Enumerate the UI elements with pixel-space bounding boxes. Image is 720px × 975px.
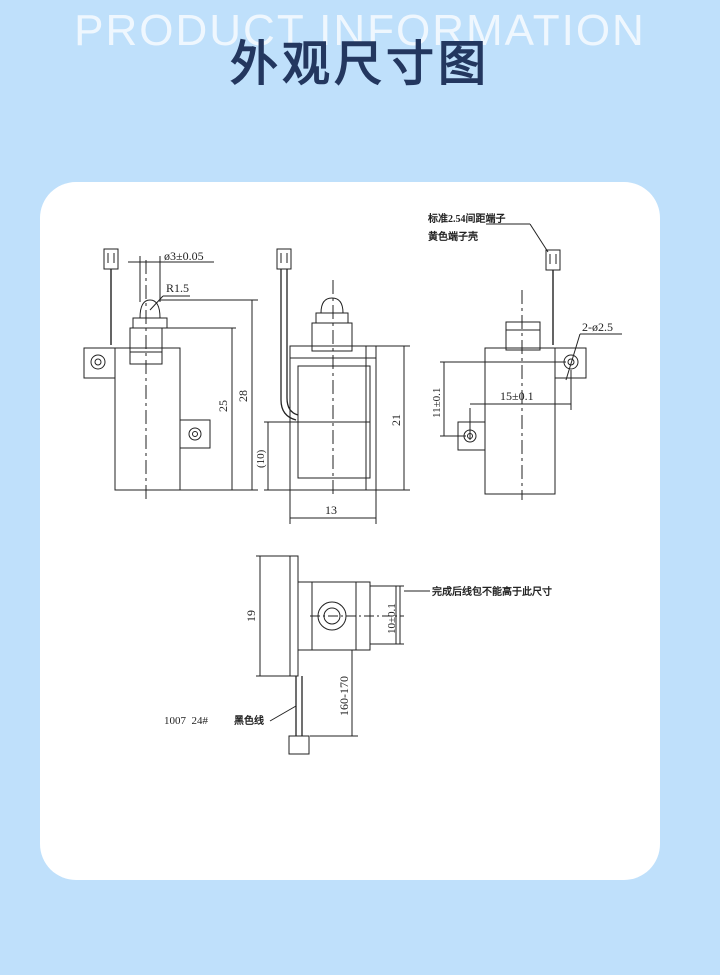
dim-10-paren: (10) (255, 449, 267, 468)
front-view (83, 248, 258, 500)
wire-spec: 1007 24# (164, 715, 209, 727)
drawing-card (40, 182, 660, 880)
dim-15: 15±0.1 (500, 389, 534, 403)
dim-28: 28 (236, 390, 250, 402)
front-connector (103, 248, 119, 270)
dim-11: 11±0.1 (431, 388, 443, 418)
dim-13: 13 (325, 503, 337, 517)
front-plunger (139, 299, 161, 319)
dim-shaft-diameter: ø3±0.05 (164, 249, 204, 263)
dim-10-tol: 10±0.1 (386, 603, 398, 634)
dim-19: 19 (244, 610, 258, 622)
dim-wire-length: 160-170 (337, 676, 351, 716)
side-view (264, 248, 410, 524)
wire-color: 黑色线 (234, 714, 264, 727)
page-title: 外观尺寸图 (229, 36, 490, 92)
dim-21: 21 (389, 414, 403, 426)
dim-holes: 2-ø2.5 (582, 320, 613, 334)
note-terminal-standard: 标准2.54间距端子 (427, 212, 506, 225)
background-title: PRODUCT INFORMATION (74, 6, 646, 55)
dim-radius: R1.5 (166, 281, 189, 295)
note-terminal-housing: 黄色端子壳 (428, 230, 478, 243)
bottom-view (256, 555, 430, 755)
right-view (440, 223, 622, 500)
note-coil-height: 完成后线包不能高于此尺寸 (432, 585, 552, 598)
right-body (484, 347, 556, 495)
dim-25: 25 (216, 400, 230, 412)
front-body (114, 347, 181, 491)
